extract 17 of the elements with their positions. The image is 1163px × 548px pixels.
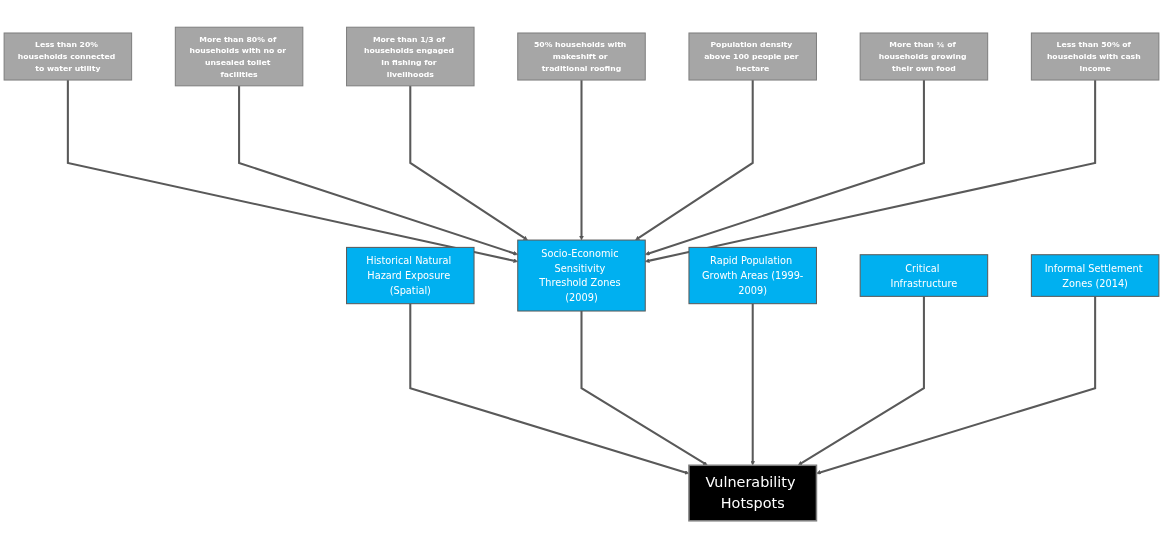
arrow — [635, 80, 754, 241]
arrow — [579, 80, 584, 241]
arrow — [816, 296, 1097, 475]
arrow — [750, 303, 755, 466]
arrow — [645, 80, 1097, 263]
node-box: Historical Natural Hazard Exposure (Spatial) — [346, 246, 475, 305]
arrow — [645, 80, 925, 256]
arrow — [238, 85, 518, 256]
node-box: Rapid Population Growth Areas (1999-2009) — [688, 246, 817, 305]
arrow — [797, 296, 925, 466]
node-box: Informal Settlement Zones (2014) — [1030, 254, 1160, 297]
node-box: Socio-Economic Sensitivity Threshold Zones (2009) — [517, 239, 646, 312]
arrow — [66, 80, 518, 263]
arrow — [580, 311, 708, 466]
arrow — [409, 85, 528, 241]
node-box: Vulnerability Hotspots — [688, 464, 818, 522]
node-box: Critical Infrastructure — [859, 254, 989, 297]
